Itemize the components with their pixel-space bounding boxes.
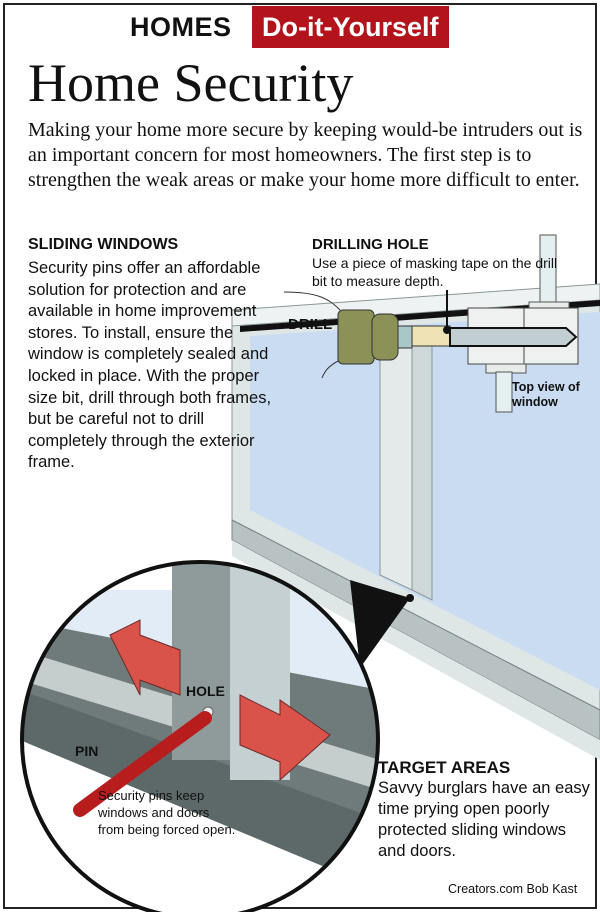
sliding-windows-body: Security pins offer an affordable soluti… [28,259,272,472]
credit-line: Creators.com Bob Kast [448,882,578,896]
intro-paragraph: Making your home more secure by keeping … [28,119,583,191]
drilling-hole-body: Use a piece of masking tape on the drill… [312,255,558,289]
drilling-hole-heading: DRILLING HOLE [312,236,429,253]
hole-label: HOLE [186,683,225,699]
target-areas-heading: TARGET AREAS [378,758,511,777]
pin-label: PIN [75,743,99,759]
section-label: HOMES [130,12,232,42]
section-tag: Do-it-Yourself [252,6,449,48]
top-view-label: Top view of window [512,380,580,409]
drill-label: DRILL [288,316,333,333]
drill-diagram [283,234,579,413]
detail-magnifier [20,560,380,912]
sliding-windows-heading: SLIDING WINDOWS [28,236,179,253]
target-areas-body: Savvy burglars have an easy time prying … [378,779,590,860]
page-title: Home Security [28,53,354,113]
pin-note: Security pins keep windows and doors fro… [98,788,236,837]
